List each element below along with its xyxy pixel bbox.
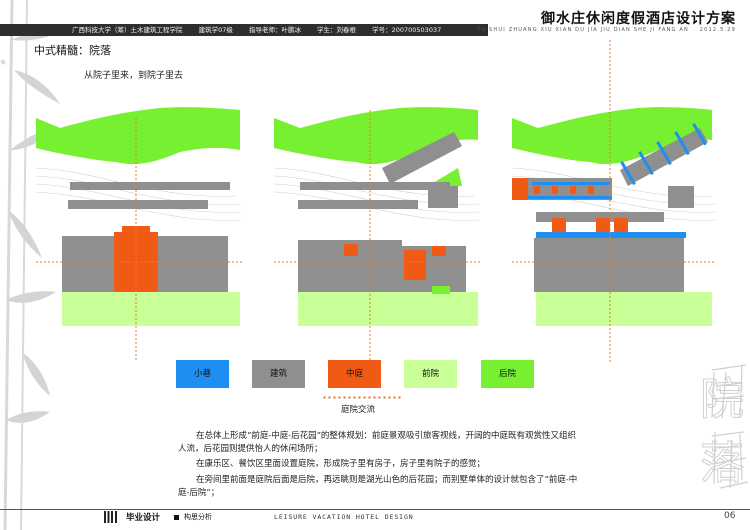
plan-2-building xyxy=(382,132,462,184)
plan-3-courtyard xyxy=(596,218,610,232)
plan-2-back-yard xyxy=(428,168,462,186)
plan-2-courtyard xyxy=(344,244,358,256)
legend-courtyard-label: 中庭 xyxy=(345,369,363,379)
plan-3-alleys xyxy=(528,182,612,199)
plan-3-courtyard xyxy=(552,186,558,194)
legend-back-yard-label: 后院 xyxy=(498,369,516,379)
legend-front-yard: 前院 xyxy=(404,360,457,388)
plan-3-courtyard xyxy=(512,178,528,200)
project-pinyin: YU SHUI ZHUANG XIU XIAN DU JIA JIU DIAN … xyxy=(469,27,736,33)
legend-alley: 小巷 xyxy=(176,360,229,388)
plan-3-building xyxy=(620,128,708,186)
plan-3-alleys xyxy=(620,123,707,186)
slogan: 从院子里来，到院子里去 xyxy=(84,71,184,81)
header-student: 学生：刘春根 xyxy=(317,26,357,34)
legend-back-yard: 后院 xyxy=(481,360,534,388)
section-tag: 中式精髓：院落 xyxy=(34,44,111,57)
legend-dots xyxy=(322,396,402,399)
plan-3-building xyxy=(668,186,694,208)
plan-3-building xyxy=(534,238,684,292)
plan-2-building xyxy=(428,186,458,208)
plan-1-building xyxy=(62,236,114,292)
plan-1 xyxy=(35,107,244,362)
plan-1-building xyxy=(158,236,228,292)
plan-3-back-yard xyxy=(512,107,712,165)
plan-1-building xyxy=(68,200,208,209)
plan-3-courtyard xyxy=(552,218,566,232)
plan-3-courtyard xyxy=(588,186,594,194)
legend-courtyard: 中庭 xyxy=(328,360,381,388)
plan-2-back-yard xyxy=(274,107,478,165)
footer-english: LEISURE VACATION HOTEL DESIGN xyxy=(274,513,414,521)
legend-building-label: 建筑 xyxy=(269,369,287,379)
footer-sub: 构思分析 xyxy=(184,513,212,521)
pinyin-text: YU SHUI ZHUANG XIU XIAN DU JIA JIU DIAN … xyxy=(477,27,689,33)
plan-3-front-yard xyxy=(536,292,712,326)
plan-3 xyxy=(511,40,718,362)
header-student-id: 学号：200700503037 xyxy=(372,26,442,34)
plan-3-building xyxy=(536,212,664,222)
plan-3-alley xyxy=(536,232,686,238)
legend-building: 建筑 xyxy=(252,360,305,388)
project-title: 御水庄休闲度假酒店设计方案 xyxy=(541,11,736,27)
plan-2 xyxy=(273,107,480,362)
header-class: 建筑学07级 xyxy=(198,26,233,34)
legend-caption: 庭院交流 xyxy=(341,405,376,415)
footer-label: 毕业设计 xyxy=(126,513,161,523)
header-date: 2012.5.29 xyxy=(699,27,736,33)
plan-2-back-yard xyxy=(432,286,450,294)
paragraph-3: 在旁间里前面是庭院后面是后院，再远眺则是湖光山色的后花园；而别墅单体的设计就包含… xyxy=(178,475,578,498)
plan-2-building xyxy=(298,200,418,209)
footer-separator xyxy=(174,515,179,520)
footer-line xyxy=(0,509,750,510)
watermark-char-1: 院 xyxy=(700,374,744,425)
plan-2-courtyard xyxy=(432,246,446,256)
plan-2-building xyxy=(300,182,450,190)
paragraph-1: 在总体上形成“前庭-中庭-后花园”的整体规划：前庭景观吸引旅客视线，开阔的中庭既… xyxy=(178,431,576,454)
header-band xyxy=(0,24,488,36)
plan-3-courtyard xyxy=(570,186,576,194)
watermark-char-2: 落 xyxy=(700,438,744,489)
plan-1-building xyxy=(70,182,230,190)
footer-bars xyxy=(104,511,118,523)
header-info: 广西科技大学（筹）土木建筑工程学院 建筑学07级 指导老师：叶鹏冰 学生：刘春根… xyxy=(72,24,455,36)
plan-3-courtyard xyxy=(534,186,540,194)
site-plans xyxy=(35,40,718,362)
plan-1-back-yard xyxy=(36,107,240,165)
plan-1-front-yard xyxy=(62,292,240,326)
page-number: 06 xyxy=(724,511,736,521)
header-advisor: 指导老师：叶鹏冰 xyxy=(248,26,301,34)
plan-3-courtyard xyxy=(614,218,628,232)
header-school: 广西科技大学（筹）土木建筑工程学院 xyxy=(72,26,183,34)
plan-2-front-yard xyxy=(298,292,478,326)
legend-alley-label: 小巷 xyxy=(193,369,211,379)
legend-front-yard-label: 前院 xyxy=(421,369,439,379)
plan-2-courtyard xyxy=(404,250,426,280)
paragraph-2: 在康乐区、餐饮区里面设置庭院，形成院子里有房子，房子里有院子的感觉； xyxy=(196,459,486,469)
